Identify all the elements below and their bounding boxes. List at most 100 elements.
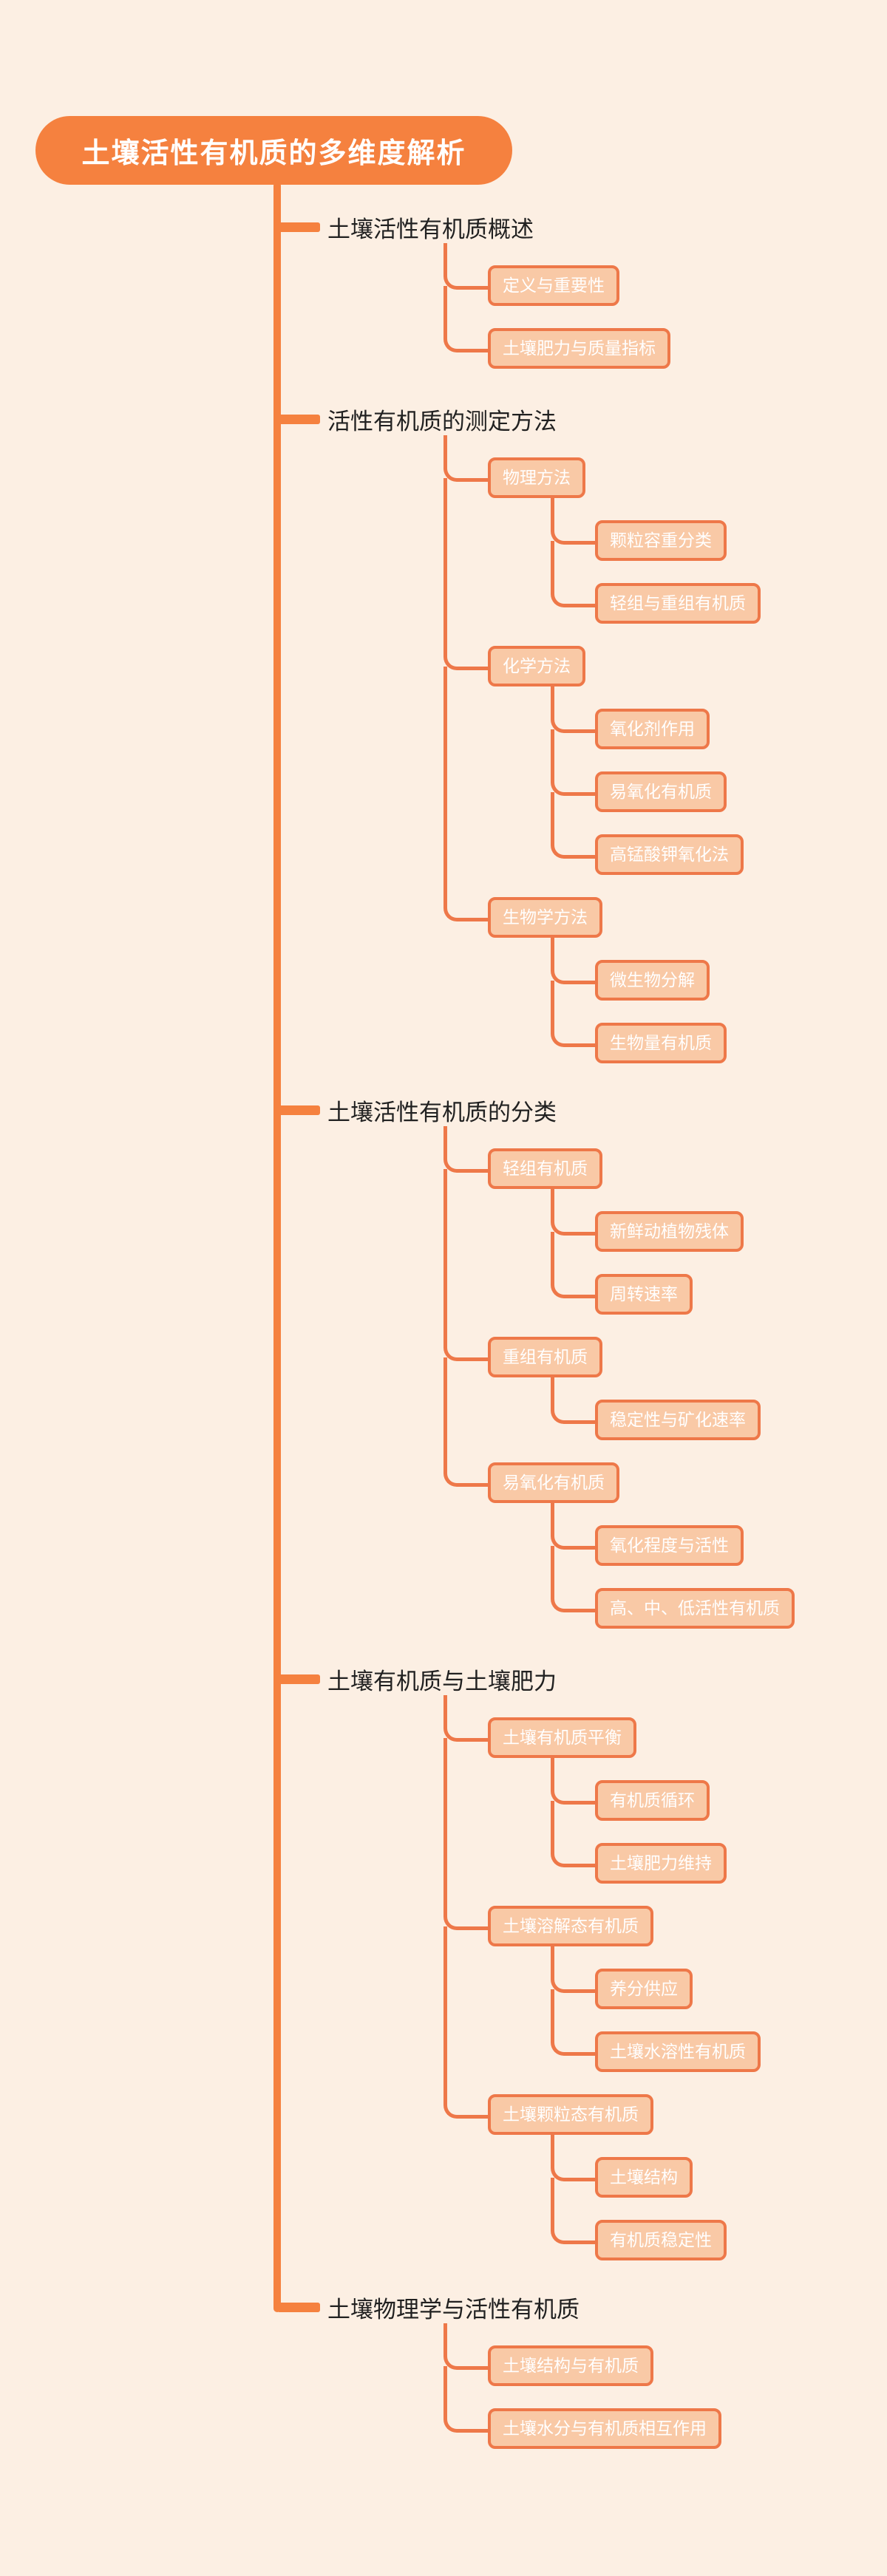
- children-group: 土壤有机质平衡有机质循环土壤肥力维持土壤溶解态有机质养分供应土壤水溶性有机质土壤…: [444, 1695, 761, 2260]
- topic-node-wrapper: 新鲜动植物残体: [551, 1189, 795, 1252]
- root-topic[interactable]: 土壤活性有机质的多维度解析: [35, 116, 512, 185]
- topic-node-wrapper: 氧化程度与活性: [551, 1503, 795, 1566]
- topic-node[interactable]: 易氧化有机质: [595, 771, 727, 812]
- topic-node-wrapper: 氧化剂作用: [551, 686, 761, 749]
- children-group: 微生物分解生物量有机质: [551, 938, 761, 1063]
- topic-node[interactable]: 重组有机质: [488, 1337, 602, 1377]
- branch-connector-line: [277, 414, 320, 424]
- topic-node[interactable]: 氧化剂作用: [595, 709, 710, 749]
- children-group: 轻组有机质新鲜动植物残体周转速率重组有机质稳定性与矿化速率易氧化有机质氧化程度与…: [444, 1126, 795, 1629]
- topic-node-wrapper: 定义与重要性: [444, 243, 670, 306]
- topic-node[interactable]: 养分供应: [595, 1969, 693, 2009]
- topic-row: 物理方法: [488, 457, 761, 498]
- topic-node-wrapper: 土壤水分与有机质相互作用: [444, 2386, 721, 2449]
- topic-row: 高、中、低活性有机质: [595, 1588, 795, 1629]
- topic-node-wrapper: 高锰酸钾氧化法: [551, 812, 761, 875]
- topic-row: 微生物分解: [595, 960, 761, 1001]
- trunk-line: [273, 182, 281, 2312]
- topic-node-wrapper: 轻组有机质新鲜动植物残体周转速率: [444, 1126, 795, 1315]
- topic-node[interactable]: 生物量有机质: [595, 1023, 727, 1063]
- branch-title[interactable]: 土壤活性有机质概述: [327, 216, 534, 242]
- topic-node[interactable]: 有机质稳定性: [595, 2220, 727, 2260]
- topic-node-wrapper: 微生物分解: [551, 938, 761, 1001]
- branch: 活性有机质的测定方法物理方法颗粒容重分类轻组与重组有机质化学方法氧化剂作用易氧化…: [277, 403, 761, 1063]
- topic-node[interactable]: 高、中、低活性有机质: [595, 1588, 795, 1629]
- topic-row: 有机质稳定性: [595, 2220, 761, 2260]
- topic-node-wrapper: 土壤结构与有机质: [444, 2323, 721, 2386]
- topic-node[interactable]: 土壤结构: [595, 2157, 693, 2198]
- topic-row: 化学方法: [488, 646, 761, 686]
- topic-node[interactable]: 轻组有机质: [488, 1148, 602, 1189]
- topic-node[interactable]: 新鲜动植物残体: [595, 1211, 744, 1252]
- topic-row: 轻组与重组有机质: [595, 583, 761, 624]
- topic-node[interactable]: 周转速率: [595, 1274, 693, 1315]
- topic-node[interactable]: 微生物分解: [595, 960, 710, 1001]
- topic-row: 土壤结构: [595, 2157, 761, 2198]
- topic-node[interactable]: 土壤有机质平衡: [488, 1717, 636, 1758]
- topic-row: 生物学方法: [488, 897, 761, 938]
- topic-row: 土壤溶解态有机质: [488, 1906, 761, 1946]
- topic-node-wrapper: 土壤水溶性有机质: [551, 2009, 761, 2072]
- topic-row: 土壤肥力与质量指标: [488, 328, 670, 369]
- children-group: 定义与重要性土壤肥力与质量指标: [444, 243, 670, 369]
- topic-node[interactable]: 稳定性与矿化速率: [595, 1400, 761, 1440]
- topic-node-wrapper: 轻组与重组有机质: [551, 561, 761, 624]
- topic-node-wrapper: 易氧化有机质: [551, 749, 761, 812]
- children-group: 氧化剂作用易氧化有机质高锰酸钾氧化法: [551, 686, 761, 875]
- branch: 土壤物理学与活性有机质土壤结构与有机质土壤水分与有机质相互作用: [277, 2291, 721, 2449]
- branch-title[interactable]: 活性有机质的测定方法: [327, 408, 557, 435]
- branch-title-row: 活性有机质的测定方法: [277, 403, 761, 435]
- branch-connector-line: [277, 1105, 320, 1115]
- topic-node-wrapper: 生物学方法微生物分解生物量有机质: [444, 875, 761, 1063]
- branch-title[interactable]: 土壤物理学与活性有机质: [327, 2296, 580, 2323]
- topic-row: 养分供应: [595, 1969, 761, 2009]
- topic-node-wrapper: 有机质循环: [551, 1758, 761, 1821]
- topic-row: 稳定性与矿化速率: [595, 1400, 795, 1440]
- branch: 土壤活性有机质概述定义与重要性土壤肥力与质量指标: [277, 211, 670, 369]
- topic-node[interactable]: 化学方法: [488, 646, 585, 686]
- topic-node[interactable]: 颗粒容重分类: [595, 520, 727, 561]
- branch-title-row: 土壤活性有机质概述: [277, 211, 670, 243]
- topic-node-wrapper: 化学方法氧化剂作用易氧化有机质高锰酸钾氧化法: [444, 624, 761, 875]
- topic-node-wrapper: 养分供应: [551, 1946, 761, 2009]
- children-group: 有机质循环土壤肥力维持: [551, 1758, 761, 1884]
- topic-node-wrapper: 土壤颗粒态有机质土壤结构有机质稳定性: [444, 2072, 761, 2260]
- topic-node[interactable]: 土壤肥力维持: [595, 1843, 727, 1884]
- topic-row: 生物量有机质: [595, 1023, 761, 1063]
- topic-row: 高锰酸钾氧化法: [595, 834, 761, 875]
- children-group: 稳定性与矿化速率: [551, 1377, 795, 1440]
- topic-node[interactable]: 土壤水溶性有机质: [595, 2031, 761, 2072]
- topic-node[interactable]: 生物学方法: [488, 897, 602, 938]
- topic-node[interactable]: 土壤水分与有机质相互作用: [488, 2408, 721, 2449]
- topic-node[interactable]: 轻组与重组有机质: [595, 583, 761, 624]
- topic-row: 易氧化有机质: [488, 1462, 795, 1503]
- topic-node[interactable]: 定义与重要性: [488, 265, 619, 306]
- topic-node[interactable]: 氧化程度与活性: [595, 1525, 744, 1566]
- topic-node-wrapper: 土壤有机质平衡有机质循环土壤肥力维持: [444, 1695, 761, 1884]
- children-group: 颗粒容重分类轻组与重组有机质: [551, 498, 761, 624]
- branch-title-row: 土壤物理学与活性有机质: [277, 2291, 721, 2323]
- topic-node[interactable]: 土壤肥力与质量指标: [488, 328, 670, 369]
- branch-connector-line: [277, 2302, 320, 2312]
- topic-node[interactable]: 有机质循环: [595, 1780, 710, 1821]
- topic-row: 土壤有机质平衡: [488, 1717, 761, 1758]
- topic-node[interactable]: 易氧化有机质: [488, 1462, 619, 1503]
- topic-node[interactable]: 高锰酸钾氧化法: [595, 834, 744, 875]
- topic-node-wrapper: 高、中、低活性有机质: [551, 1566, 795, 1629]
- topic-node[interactable]: 土壤结构与有机质: [488, 2345, 653, 2386]
- topic-row: 土壤结构与有机质: [488, 2345, 721, 2386]
- branch-title[interactable]: 土壤有机质与土壤肥力: [327, 1668, 557, 1694]
- topic-node[interactable]: 物理方法: [488, 457, 585, 498]
- topic-row: 土壤肥力维持: [595, 1843, 761, 1884]
- topic-row: 有机质循环: [595, 1780, 761, 1821]
- branch-title[interactable]: 土壤活性有机质的分类: [327, 1099, 557, 1125]
- topic-node-wrapper: 土壤结构: [551, 2135, 761, 2198]
- branch-title-row: 土壤有机质与土壤肥力: [277, 1663, 761, 1695]
- topic-node-wrapper: 重组有机质稳定性与矿化速率: [444, 1315, 795, 1440]
- topic-node[interactable]: 土壤溶解态有机质: [488, 1906, 653, 1946]
- topic-row: 土壤水分与有机质相互作用: [488, 2408, 721, 2449]
- topic-row: 氧化程度与活性: [595, 1525, 795, 1566]
- topic-node[interactable]: 土壤颗粒态有机质: [488, 2094, 653, 2135]
- topic-row: 重组有机质: [488, 1337, 795, 1377]
